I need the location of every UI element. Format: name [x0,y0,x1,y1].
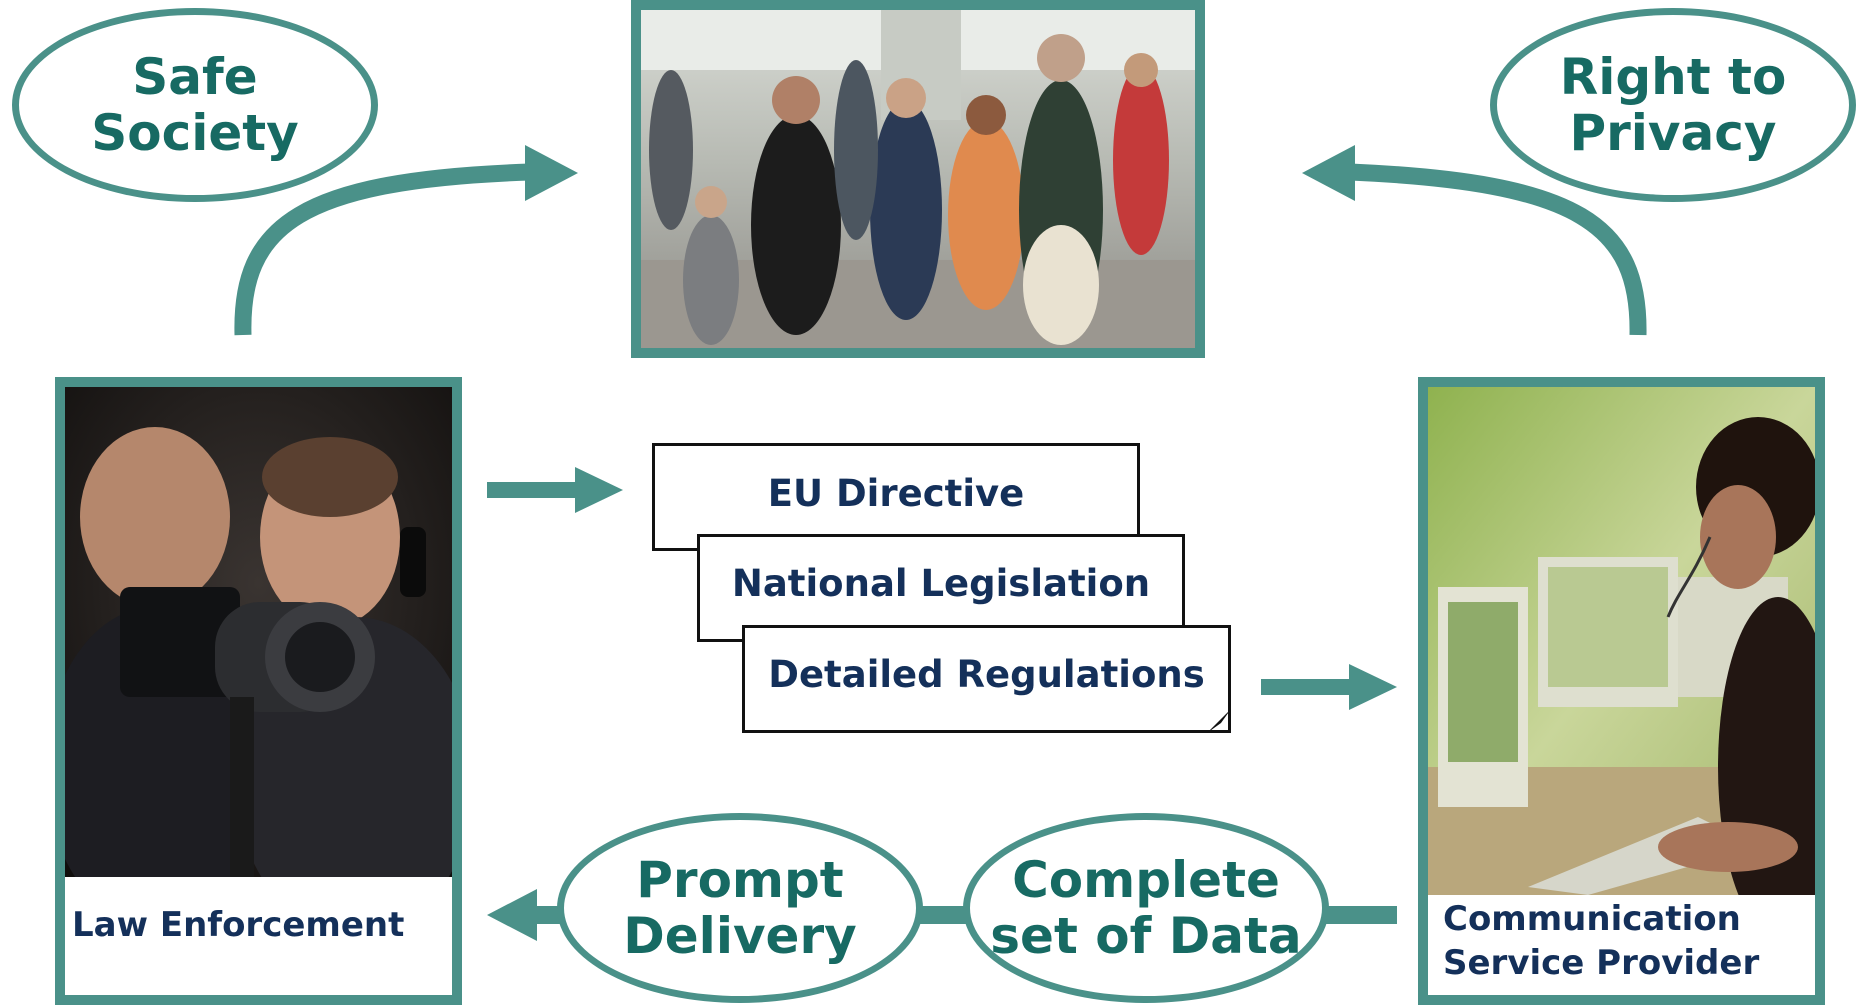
complete-data-ellipse: Complete set of Data [963,813,1329,1003]
arrow-to-csp-shaft [1261,679,1357,695]
arrowhead-to-law-enforcement [487,889,537,941]
law-enforcement-photo [65,387,452,877]
arrow-to-documents-head [575,467,623,513]
return-line-right [1320,906,1397,924]
right-to-privacy-label: Right to Privacy [1559,48,1787,162]
law-enforcement-frame: Law Enforcement [55,377,462,1005]
safe-society-ellipse: Safe Society [12,8,378,202]
csp-frame: Communication Service Provider [1418,377,1825,1005]
complete-data-label: Complete set of Data [990,851,1302,965]
crowd-photo [641,10,1195,348]
arrow-to-documents-shaft [487,482,583,498]
prompt-delivery-ellipse: Prompt Delivery [557,813,923,1003]
prompt-delivery-label: Prompt Delivery [623,851,857,965]
eu-directive-document: EU Directive [652,443,1140,551]
arrow-to-csp-head [1349,664,1397,710]
safe-society-label: Safe Society [91,48,299,162]
crowd-photo-frame [631,0,1205,358]
page-curl-corner [1207,709,1231,733]
right-to-privacy-ellipse: Right to Privacy [1490,8,1856,202]
detailed-regulations-label: Detailed Regulations [768,653,1205,696]
call-center-photo [1428,387,1815,895]
arrow-to-crowd-right [1349,163,1647,336]
arrowhead-crowd-right [1302,145,1355,201]
csp-caption: Communication Service Provider [1443,899,1760,983]
arrow-to-crowd-left [234,163,531,336]
law-enforcement-caption: Law Enforcement [72,905,405,945]
arrowhead-crowd-left [525,145,578,201]
return-line-left [533,906,563,924]
detailed-regulations-document: Detailed Regulations [742,625,1231,733]
national-legislation-label: National Legislation [731,562,1151,605]
eu-directive-label: EU Directive [767,472,1025,515]
